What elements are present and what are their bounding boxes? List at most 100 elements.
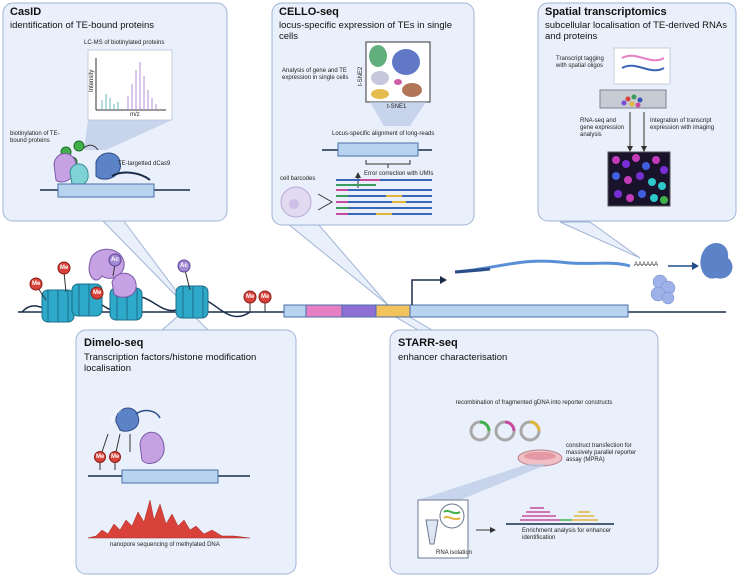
tsne-y-label: t-SNE2 (358, 66, 364, 86)
starr-subtitle: enhancer characterisation (398, 352, 508, 363)
me-mark-2: Me (60, 265, 69, 271)
rna-1 (443, 509, 461, 515)
dimelo-arrow-2 (115, 433, 121, 453)
alignment-label: Locus-specific alignment of long-reads (332, 131, 435, 137)
dimelo-me-label-2: Me (111, 454, 120, 460)
enrichment-label: Enrichment analysis for enhancer identif… (522, 528, 612, 541)
tag-rna-1 (621, 54, 665, 62)
te-segment-purple (341, 304, 377, 318)
dcas9-icon (95, 152, 121, 180)
dimelo-te (121, 469, 219, 484)
me-mark-1: Me (32, 281, 41, 287)
acetyl-marks (108, 253, 191, 273)
chromatin-protein-small (111, 272, 137, 298)
tagging-box (613, 47, 671, 85)
biotin-2 (73, 140, 85, 152)
tube-icon (425, 519, 439, 545)
cello-title: CELLO-seq (279, 6, 339, 18)
dimelo-panel (75, 329, 297, 575)
ms-peaks-purple (127, 62, 157, 110)
long-reads (336, 179, 432, 215)
spatial-panel (537, 2, 737, 222)
ms-callout-cone (84, 120, 172, 150)
rna-isolation-label: RNA isolation (436, 550, 473, 556)
casid-protein-teal (69, 163, 89, 187)
casid-subtitle: identification of TE-bound proteins (10, 20, 154, 31)
methyl-marks (29, 261, 272, 304)
nanopore-signal (87, 499, 251, 539)
cell-nucleus (289, 199, 299, 209)
casid-te (57, 183, 155, 198)
plasmid-2-insert (504, 420, 516, 432)
starr-title: STARR-seq (398, 337, 458, 349)
pa-hia5-icon (115, 407, 140, 432)
me-mark-5: Me (261, 294, 270, 300)
ribosome-icon (650, 274, 676, 305)
dimelo-arrow-1 (101, 433, 109, 453)
spatial-arrowhead-2 (641, 146, 647, 152)
nanopore-label: nanopore sequencing of methylated DNA (110, 542, 220, 548)
transfection-label: construct transfection for massively par… (566, 443, 637, 463)
cello-te (337, 142, 419, 157)
tag-rna-2 (621, 64, 665, 72)
transcript-5prime (454, 267, 491, 274)
starr-arrowhead (490, 527, 496, 533)
nucleosome-4 (175, 285, 209, 319)
guide-rna (111, 171, 151, 181)
tagging-label: Transcript tagging with spatial oligos (556, 56, 604, 69)
umi-label: Error correction with UMIs (364, 171, 434, 177)
spatial-title: Spatial transcriptomics (545, 6, 667, 18)
barcode-label: cell barcodes (280, 176, 316, 182)
rna-zoom (439, 503, 465, 529)
rna-2 (443, 515, 461, 521)
ms-x-axis-label: m/z (130, 112, 140, 118)
spatial-callout (559, 221, 641, 259)
protein-icon (700, 243, 733, 279)
biotin-arrow (83, 144, 99, 151)
tsne-clusters (369, 45, 422, 99)
enrichment-reads (520, 507, 598, 521)
rnaseq-label: RNA-seq and gene expression analysis (580, 118, 625, 138)
translation-arrowhead (692, 262, 699, 270)
integration-label: Integration of transcript expression wit… (650, 118, 715, 131)
dimelo-target-protein (139, 431, 165, 464)
me-mark-4: Me (246, 294, 255, 300)
nucleosome-1 (41, 289, 75, 323)
dimelo-me-2 (109, 451, 121, 463)
cello-callout (286, 223, 389, 306)
cello-bracket (365, 160, 411, 168)
ms-peaks-cyan (101, 94, 119, 110)
cello-analysis-label: Analysis of gene and TE expression in si… (282, 68, 349, 81)
me-mark-3: Me (93, 290, 102, 296)
dimelo-me-1 (94, 451, 106, 463)
dcas9-label: TE-targetted dCas9 (118, 161, 171, 167)
plasmid-3-insert (529, 420, 541, 432)
petri-cells (524, 452, 556, 460)
dimelo-subtitle: Transcription factors/histone modificati… (84, 352, 257, 374)
casid-title: CasID (10, 6, 42, 18)
tss-arrowhead (440, 276, 447, 284)
barcode-chevron (317, 193, 334, 211)
starr-callout (392, 315, 434, 331)
ms-y-axis-label: Intensity (89, 69, 95, 92)
tsne-callout-cone (370, 102, 426, 126)
cello-subtitle: locus-specific expression of TEs in sing… (279, 20, 453, 42)
umi-arrowhead (355, 172, 361, 178)
dimelo-me-label-1: Me (96, 454, 105, 460)
te-segment-yellow (375, 304, 411, 318)
spatial-dots (621, 94, 643, 108)
tsne-x-label: t-SNE1 (387, 104, 407, 110)
spatial-subtitle: subcellular localisation of TE-derived R… (545, 20, 727, 42)
ms-label: LC-MS of biotinylated proteins (84, 40, 165, 46)
recomb-label: recombination of fragmented gDNA into re… (455, 400, 613, 406)
ac-mark-2: Ac (180, 263, 188, 269)
dimelo-title: Dimelo-seq (84, 337, 144, 349)
ac-mark-1: Ac (111, 257, 119, 263)
tss-arrow (411, 279, 440, 305)
plasmid-1-insert (479, 420, 491, 432)
biotin-label: biotinylation of TE-bound proteins (10, 131, 60, 144)
pa-hia5-linker (135, 409, 161, 419)
te-segment-pink (305, 304, 343, 318)
